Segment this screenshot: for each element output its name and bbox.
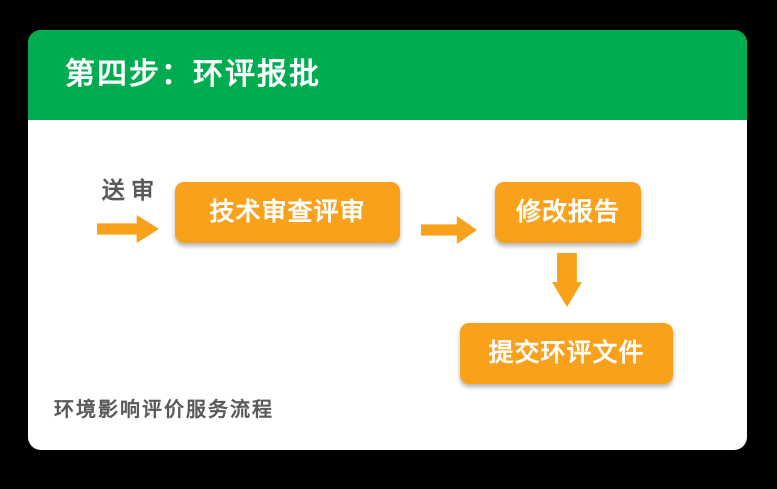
arrow-right-icon [97,215,159,243]
arrow-down-icon [552,253,582,307]
flow-node-submit-eia-documents: 提交环评文件 [460,323,673,384]
arrow-right-icon [421,216,477,244]
node-label: 提交环评文件 [488,339,645,367]
flow-card: 第四步：环评报批 送 审 技术审查评审 修改报告 提交环评文件 环境影响评价服务… [28,30,747,450]
flow-node-revise-report: 修改报告 [495,182,641,243]
card-header: 第四步：环评报批 [28,30,747,120]
flow-node-technical-review: 技术审查评审 [175,182,400,243]
page-title: 第四步：环评报批 [65,58,321,91]
node-label: 修改报告 [515,198,620,226]
node-label: 技术审查评审 [209,198,366,226]
start-step-label: 送 审 [101,177,155,203]
footer-caption: 环境影响评价服务流程 [54,399,274,421]
